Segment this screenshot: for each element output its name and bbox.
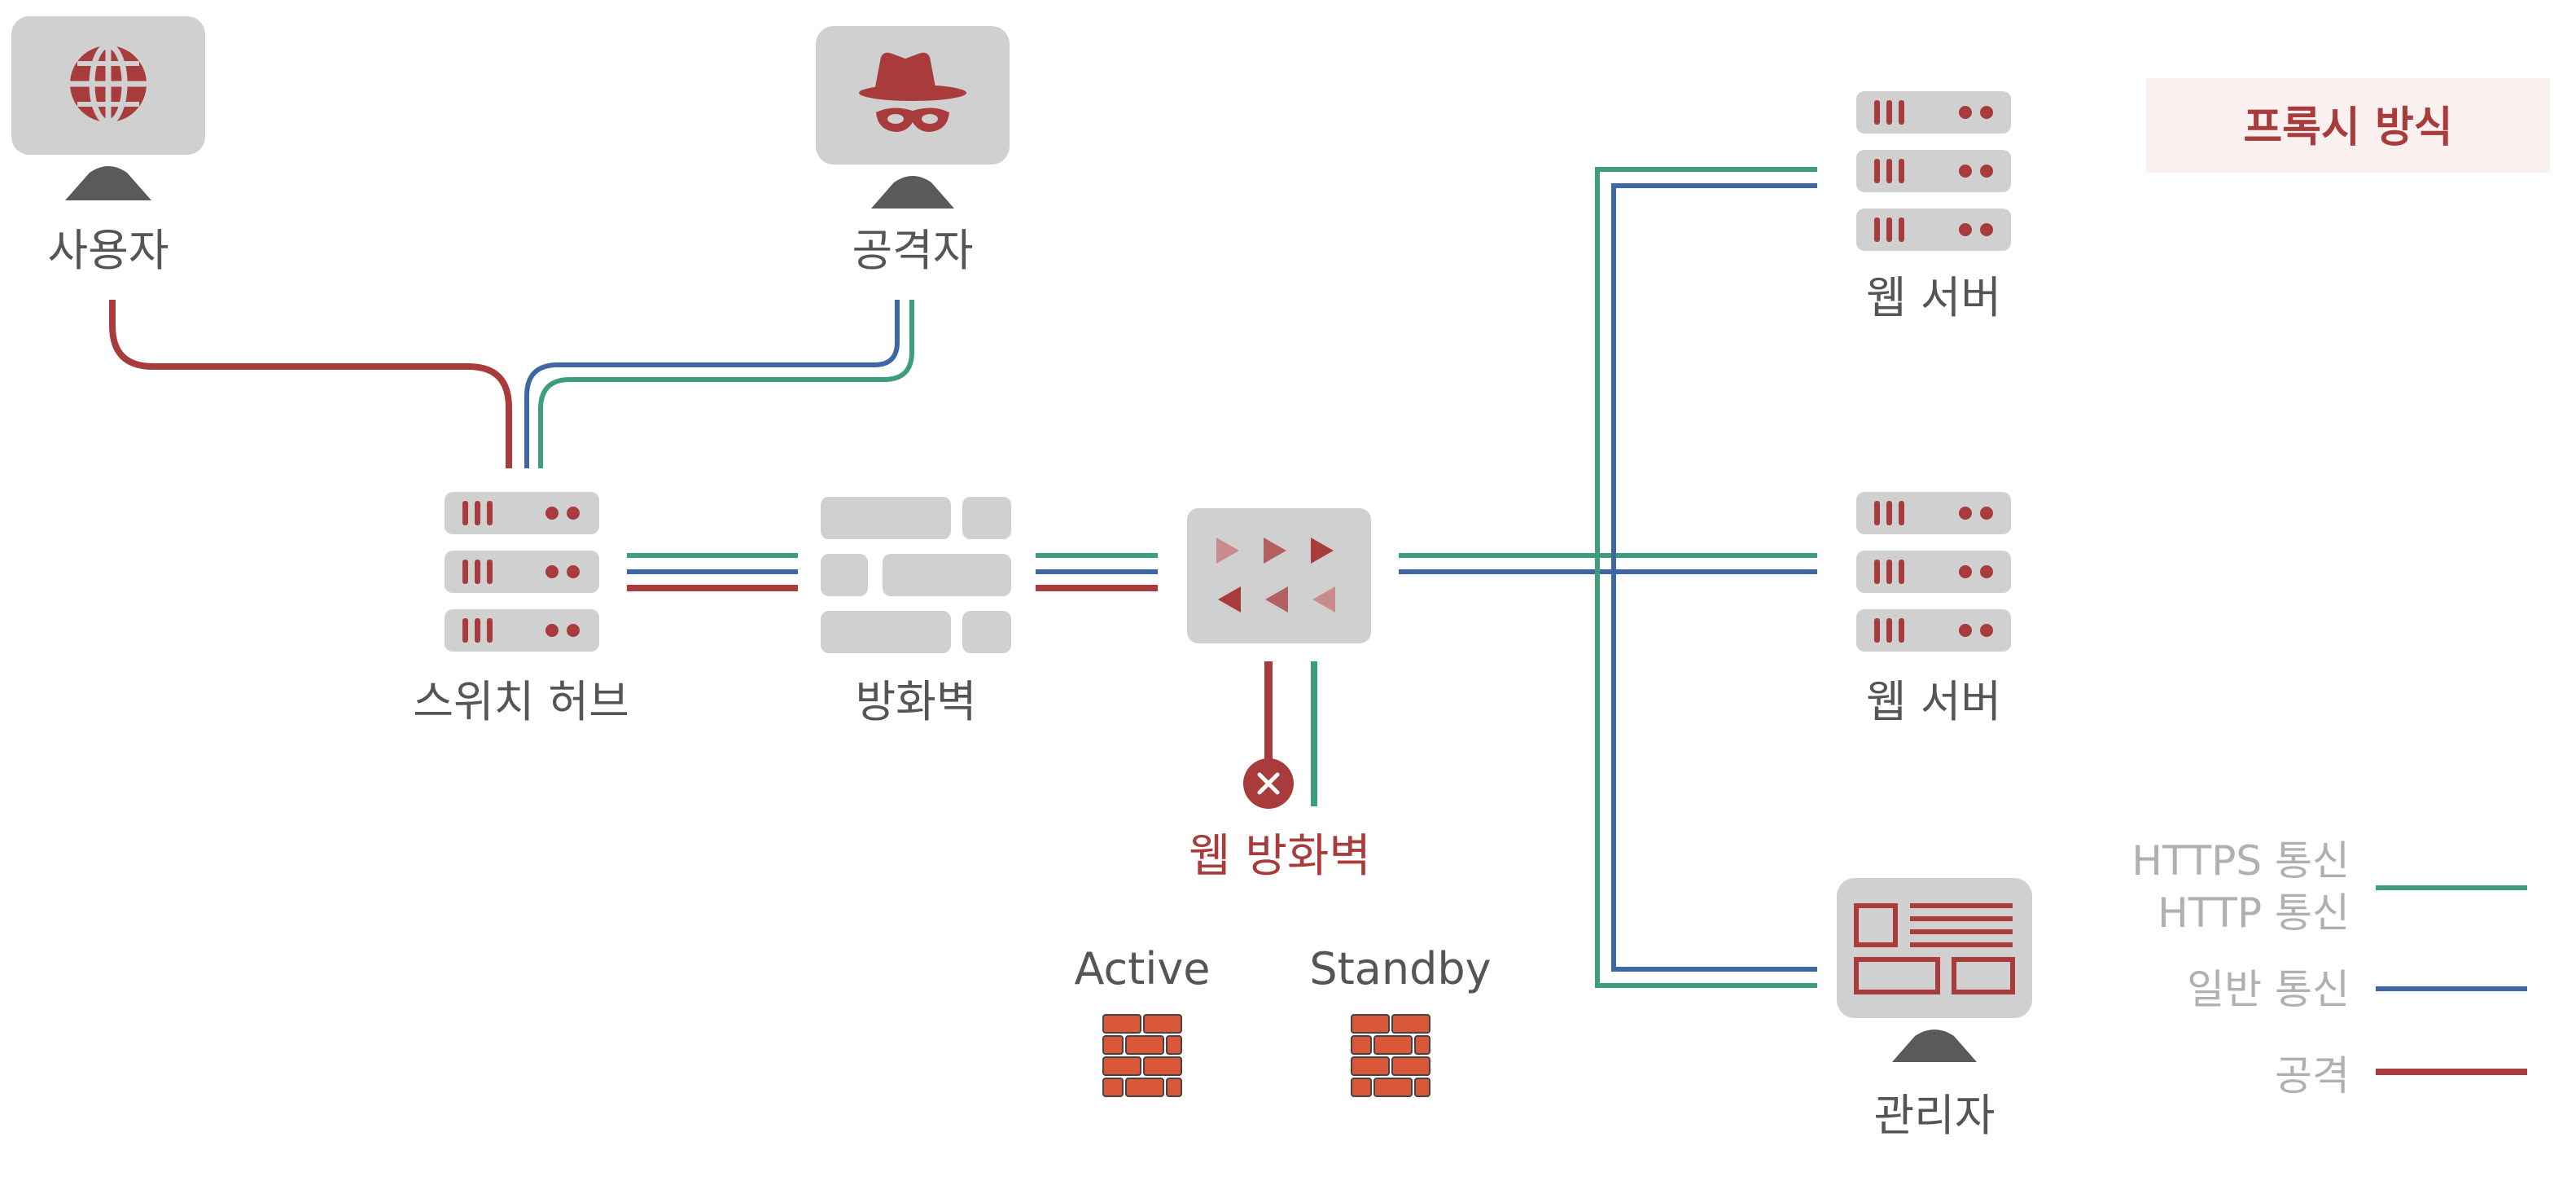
legend-label-normal: 일반 통신: [2187, 966, 2350, 1013]
server-unit: [1856, 609, 2011, 652]
waf-label: 웹 방화벽: [1189, 830, 1371, 883]
connections: [109, 167, 1817, 988]
standby-label: Standby: [1309, 943, 1491, 994]
attacker-to-switch-normal-line: [524, 300, 900, 468]
waf-arrows-icon: [1216, 538, 1335, 612]
server-unit: [1856, 209, 2011, 251]
switch-unit-1: [445, 492, 599, 534]
server-unit: [1856, 150, 2011, 192]
user-label: 사용자: [47, 225, 169, 276]
switch-hub-node: 스위치 허브: [413, 492, 629, 727]
legend-label-https: HTTPS 통신: [2131, 837, 2350, 885]
brick-wall-icon: [1102, 1014, 1182, 1097]
dashboard-icon: [1854, 903, 2015, 994]
standby-unit: Standby: [1309, 943, 1492, 1097]
switch-unit-2: [445, 551, 599, 593]
admin-bus-normal-line: [1611, 183, 1817, 972]
globe-icon: [70, 42, 147, 125]
attacker-label: 공격자: [852, 225, 973, 276]
attacker-to-switch-https-line: [538, 300, 914, 468]
switch-hub-label: 스위치 허브: [413, 676, 629, 727]
admin-node: 관리자: [1837, 878, 2032, 1141]
active-label: Active: [1074, 943, 1210, 994]
user-to-switch-attack-line: [109, 300, 512, 468]
web-server-1-node: 웹 서버: [1856, 91, 2011, 323]
active-unit: Active: [1074, 943, 1211, 1097]
waf-box: [1187, 508, 1371, 643]
firewall-label: 방화벽: [855, 676, 976, 727]
attacker-node: 공격자: [816, 26, 1010, 276]
waf-node: 웹 방화벽: [1187, 508, 1371, 883]
legend-label-http: HTTP 통신: [2158, 889, 2350, 937]
attacker-monitor-stand: [871, 176, 954, 209]
server-unit: [1856, 492, 2011, 534]
web-server-2-label: 웹 서버: [1866, 676, 2001, 727]
user-node: 사용자: [11, 16, 205, 276]
user-monitor-stand: [65, 166, 151, 200]
web-server-1-label: 웹 서버: [1866, 272, 2001, 323]
brick-wall-icon: [821, 497, 1011, 653]
admin-label: 관리자: [1873, 1090, 1995, 1141]
diagram-title: 프록시 방식: [2243, 103, 2452, 152]
server-unit: [1856, 551, 2011, 593]
firewall-node: 방화벽: [821, 497, 1011, 727]
admin-monitor-stand: [1892, 1030, 1977, 1062]
brick-wall-icon: [1351, 1014, 1430, 1097]
title-badge: 프록시 방식: [2146, 78, 2550, 173]
masked-spy-icon: [859, 52, 966, 132]
server-unit: [1856, 91, 2011, 134]
legend-label-attack: 공격: [2275, 1052, 2350, 1100]
switch-unit-3: [445, 609, 599, 652]
blocked-x-icon: [1243, 758, 1294, 809]
legend: HTTPS 통신 HTTP 통신 일반 통신 공격: [2131, 837, 2527, 1100]
admin-bus-https-line: [1595, 167, 1817, 988]
admin-monitor: [1837, 878, 2032, 1018]
web-server-2-node: 웹 서버: [1856, 492, 2011, 727]
